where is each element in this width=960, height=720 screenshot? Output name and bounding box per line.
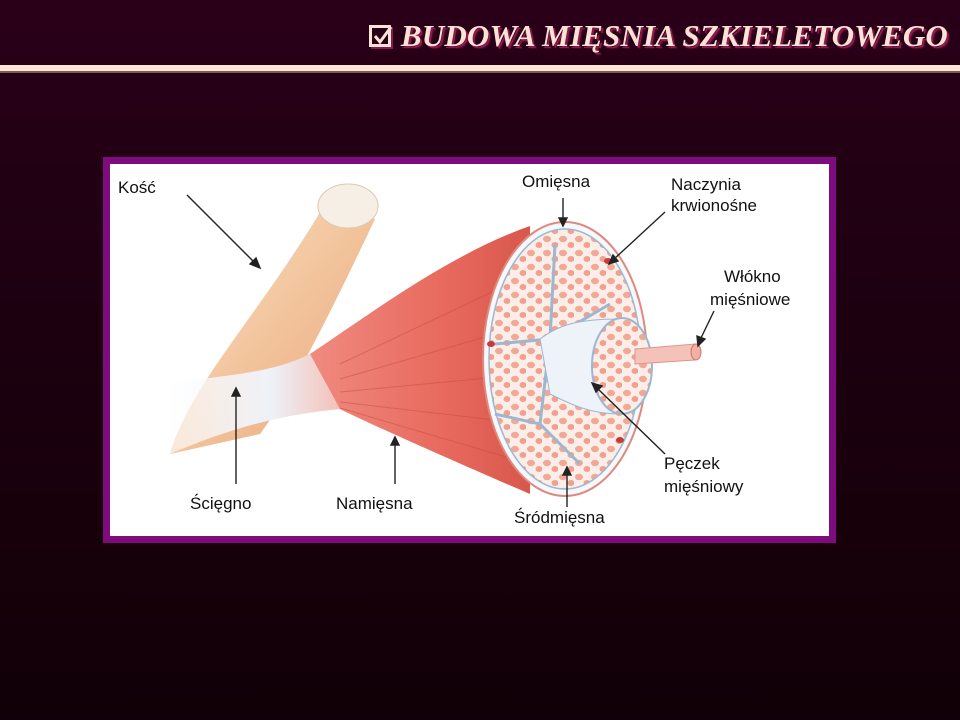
label-peczek-line1: Pęczek — [664, 454, 720, 473]
muscle-illustration — [165, 183, 715, 507]
label-naczynia-line1: Naczynia — [671, 175, 741, 194]
muscle-diagram: Kość Omięsna Naczynia krwionośne Włókno … — [110, 164, 829, 536]
title-bar: BUDOWA MIĘSNIA SZKIELETOWEGO — [0, 0, 960, 64]
label-kosc: Kość — [118, 178, 156, 197]
label-wlokno-line2: mięśniowe — [710, 290, 791, 309]
label-naczynia-line2: krwionośne — [671, 196, 757, 215]
label-peczek-line2: mięśniowy — [664, 477, 744, 496]
label-srodmiesna: Śródmięsna — [514, 508, 605, 527]
figure-frame: Kość Omięsna Naczynia krwionośne Włókno … — [103, 157, 836, 543]
label-namiesna: Namięsna — [336, 494, 413, 513]
checkbox-checked-icon — [368, 25, 393, 47]
label-sciegno: Ścięgno — [190, 494, 252, 513]
label-wlokno-line1: Włókno — [724, 267, 781, 286]
label-omiesna: Omięsna — [522, 172, 591, 191]
slide-title-text: BUDOWA MIĘSNIA SZKIELETOWEGO — [400, 18, 948, 53]
slide-title: BUDOWA MIĘSNIA SZKIELETOWEGO — [368, 18, 948, 54]
title-divider — [0, 65, 960, 71]
